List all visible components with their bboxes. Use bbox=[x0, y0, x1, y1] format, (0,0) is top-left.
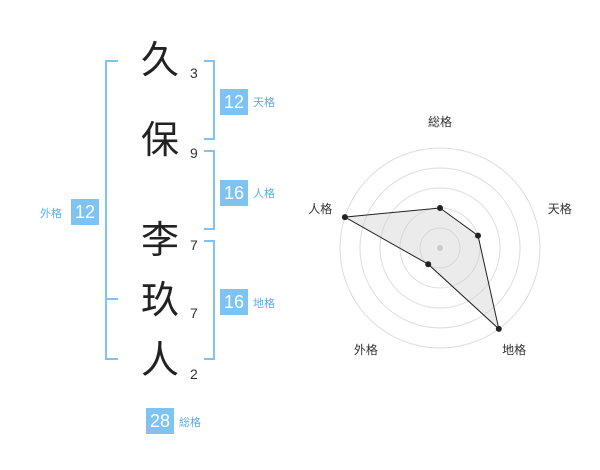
stroke-count-4: 7 bbox=[190, 305, 198, 321]
name-char-1: 久 bbox=[140, 38, 179, 82]
radar-axis-label: 外格 bbox=[354, 342, 378, 357]
soukaku-label: 総格 bbox=[179, 416, 201, 429]
radar-axis-label: 人格 bbox=[308, 201, 332, 216]
radar-grid-ring bbox=[379, 187, 501, 309]
chikaku-value-badge: 16 bbox=[220, 289, 248, 315]
tenkaku-label: 天格 bbox=[253, 96, 275, 109]
tenkaku-value-badge: 12 bbox=[220, 89, 248, 115]
radar-series-polygon bbox=[343, 207, 500, 331]
chikaku-bracket bbox=[204, 240, 215, 360]
radar-point bbox=[475, 232, 481, 239]
jinkaku-bracket bbox=[204, 150, 215, 230]
name-char-5: 人 bbox=[140, 338, 179, 382]
gaikaku-value-badge: 12 bbox=[71, 199, 99, 225]
gaikaku-bracket bbox=[105, 60, 118, 360]
radar-point bbox=[437, 205, 443, 211]
name-char-2: 保 bbox=[140, 118, 179, 162]
radar-grid-ring bbox=[339, 147, 541, 349]
stroke-count-1: 3 bbox=[190, 65, 198, 81]
stroke-count-2: 9 bbox=[190, 145, 198, 161]
jinkaku-label: 人格 bbox=[253, 187, 275, 200]
radar-point bbox=[425, 261, 432, 268]
radar-center-dot bbox=[437, 245, 443, 251]
name-char-3: 李 bbox=[140, 218, 179, 262]
stroke-count-3: 7 bbox=[190, 237, 198, 253]
radar-axis-label: 総格 bbox=[428, 114, 452, 129]
stroke-count-5: 2 bbox=[190, 366, 198, 382]
radar-points bbox=[341, 205, 502, 332]
gaikaku-label: 外格 bbox=[40, 207, 62, 220]
radar-point bbox=[341, 214, 348, 221]
name-char-4: 玖 bbox=[140, 278, 179, 322]
tenkaku-bracket bbox=[204, 60, 215, 140]
radar-grid-ring bbox=[419, 227, 461, 269]
chikaku-label: 地格 bbox=[253, 297, 275, 310]
radar-axis-label: 天格 bbox=[548, 201, 572, 216]
jinkaku-value-badge: 16 bbox=[220, 180, 248, 206]
radar-point bbox=[495, 325, 502, 332]
soukaku-value-badge: 28 bbox=[146, 408, 174, 434]
radar-grid-ring bbox=[359, 167, 521, 329]
radar-axis-label: 地格 bbox=[502, 342, 526, 357]
